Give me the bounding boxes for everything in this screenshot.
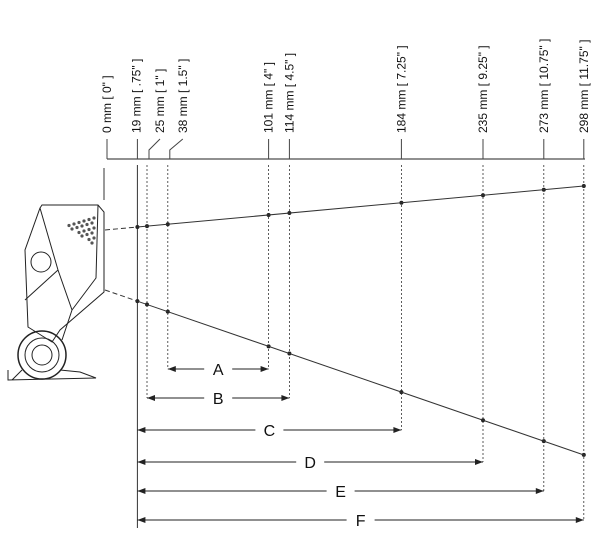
upper-ray [137, 185, 586, 228]
dimension-label: C [264, 423, 276, 440]
grill-hole [87, 237, 91, 242]
arrow-left-icon [137, 427, 146, 433]
arrow-right-icon [535, 488, 544, 494]
grill-hole [80, 224, 84, 228]
leader-line [169, 138, 184, 159]
grill-hole [77, 230, 81, 235]
grill-hole [90, 221, 94, 225]
dimension-label: D [304, 455, 316, 472]
arrow-right-icon [393, 427, 402, 433]
grill-hole [92, 226, 96, 230]
upper-ray-dashed [104, 226, 138, 231]
dimension-c: C [137, 423, 402, 440]
arrow-right-icon [281, 395, 290, 401]
lower-ray [137, 300, 586, 456]
arrow-left-icon [137, 488, 146, 494]
distance-label: 114 mm [ 4.5" ] [282, 53, 296, 133]
grill-hole [85, 232, 89, 237]
dimension-d: D [137, 455, 483, 472]
distance-label: 0 mm [ 0" ] [100, 75, 114, 133]
dimension-label: A [213, 362, 224, 379]
distance-label: 235 mm [ 9.25" ] [476, 45, 490, 133]
arrow-left-icon [167, 366, 176, 372]
arrow-right-icon [260, 366, 269, 372]
dimension-a: A [167, 362, 269, 379]
arrow-right-icon [475, 459, 483, 465]
grill-hole [80, 234, 84, 238]
dimension-label: B [213, 391, 224, 408]
grill-hole [72, 222, 76, 226]
grill-hole [82, 219, 86, 223]
grill-hole [82, 229, 86, 233]
grill-hole [70, 227, 74, 231]
distance-label: 101 mm [ 4" ] [262, 62, 276, 133]
grill-hole [90, 241, 94, 245]
grill-hole [90, 231, 94, 235]
distance-label: 184 mm [ 7.25" ] [394, 45, 408, 133]
distance-label: 19 mm [ .75" ] [129, 59, 143, 133]
arrow-left-icon [137, 459, 146, 465]
arrow-right-icon [575, 517, 584, 523]
grill-hole [67, 223, 71, 228]
grill-hole [92, 236, 96, 240]
dimension-f: F [137, 513, 584, 530]
grill-hole [87, 217, 91, 222]
dimension-e: E [137, 484, 544, 501]
grill-hole [87, 227, 91, 232]
distance-label: 298 mm [ 11.75" ] [577, 40, 591, 133]
distance-label: 273 mm [ 10.75" ] [537, 39, 551, 133]
lower-ray-dashed [104, 289, 138, 302]
arrow-left-icon [137, 517, 146, 523]
grill-hole [85, 222, 89, 227]
dimension-b: B [147, 391, 290, 408]
distance-label: 38 mm [ 1.5" ] [176, 59, 190, 133]
arrow-left-icon [147, 395, 155, 401]
leader-line [148, 138, 161, 159]
dimension-label: E [335, 484, 346, 501]
dimension-label: F [356, 513, 366, 530]
scanner-icon [7, 204, 105, 381]
grill-hole [92, 216, 96, 220]
grill-hole [75, 225, 79, 230]
grill-hole [77, 220, 81, 225]
distance-label: 25 mm [ 1" ] [153, 69, 167, 133]
